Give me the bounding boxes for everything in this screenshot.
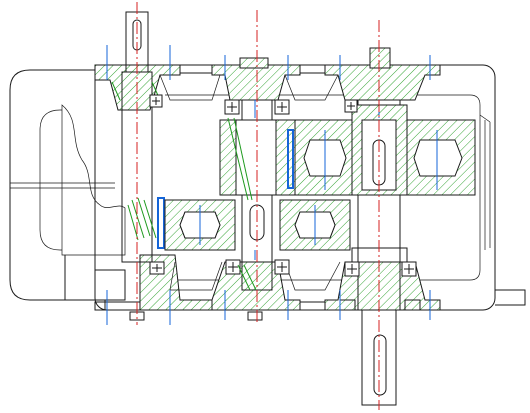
left-cover-inner	[39, 109, 62, 251]
bottom-web-1	[169, 261, 223, 291]
intermediate-bearing-top-cross	[227, 102, 237, 112]
top-bolt-boss-3	[369, 47, 391, 69]
intermediate-gear-blue-edge	[287, 129, 294, 189]
lower-gear-row	[164, 199, 351, 251]
intermediate-gear-teeth	[227, 117, 253, 201]
gear-pitch-line-1	[199, 205, 316, 245]
input-bearing-top-cross	[152, 97, 160, 105]
bolt-hidden-lines	[106, 45, 438, 325]
intermediate-bearing-top-2-cross	[277, 102, 287, 112]
input-bearing-bottom-cross	[152, 264, 162, 272]
housing-inner-wall	[165, 94, 481, 281]
top-web-1	[159, 74, 221, 101]
intermediate-bearing-bottom-2-cross	[277, 262, 287, 272]
top-bolt-boss-2	[239, 57, 269, 69]
output-bearing-bottom-cross	[347, 264, 357, 274]
output-keyway-lower	[373, 334, 387, 396]
bottom-web-2	[284, 261, 341, 291]
centerlines	[136, 2, 380, 410]
bottom-bolt-boss-2	[247, 311, 263, 321]
intermediate-lower-teeth	[237, 264, 257, 291]
housing-right-rib	[479, 114, 491, 250]
output-seal	[339, 299, 356, 311]
left-cover-break-line	[61, 104, 126, 256]
output-bearing-top-cross	[347, 102, 355, 110]
bearing-seat-output-top	[324, 64, 441, 101]
gear-pitch-line-2	[324, 130, 438, 190]
intermediate-bearing-bottom-cross	[228, 262, 238, 272]
output-bearing-bottom-2-cross	[404, 264, 414, 274]
input-shaft	[111, 11, 165, 275]
bearing-housings-top	[94, 47, 441, 111]
housing-foot-left	[64, 255, 150, 311]
housing-foot-right	[495, 289, 526, 306]
output-seal-2	[404, 299, 421, 311]
left-end-cover	[9, 69, 126, 301]
upper-gear-right-hub	[413, 139, 463, 177]
intermediate-gear-hub	[235, 119, 277, 196]
top-web-2	[284, 74, 339, 101]
input-pinion-hidden	[157, 197, 165, 249]
input-pinion-teeth	[127, 197, 157, 241]
left-cover-flange	[10, 182, 115, 189]
